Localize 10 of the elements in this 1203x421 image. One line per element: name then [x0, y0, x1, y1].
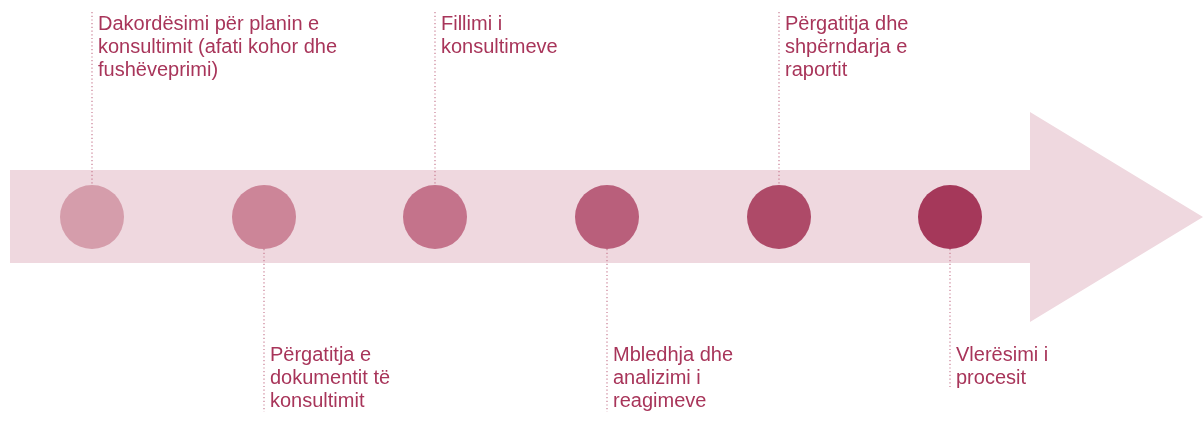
step-label: Fillimi i konsultimeve [435, 12, 591, 58]
leader-line [91, 11, 93, 186]
step-label: Dakordësimi për planin e konsultimit (afati kohor dhe fushëveprimi) [92, 12, 353, 81]
leader-line [434, 11, 436, 186]
step-label: Përgatitja e dokumentit të konsultimit [264, 343, 410, 412]
leader-line [778, 11, 780, 186]
step-label: Vlerësimi i procesit [950, 343, 1051, 389]
step-label: Përgatitja dhe shpërndarja e raportit [779, 12, 913, 81]
step-label: Mbledhja dhe analizimi i reagimeve [607, 343, 753, 412]
leader-line [949, 248, 951, 390]
